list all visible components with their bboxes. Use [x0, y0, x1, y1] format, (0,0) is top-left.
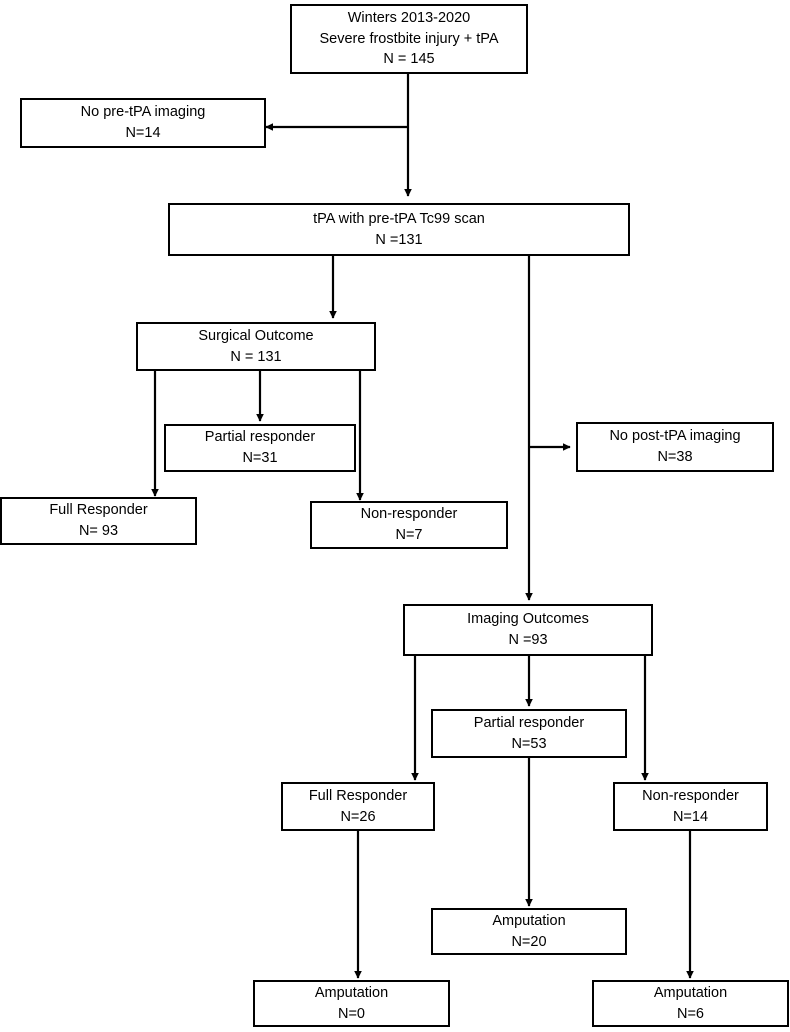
node-imaging-full-responder-line1: Full Responder [308, 787, 408, 804]
node-tpa-with-scan: tPA with pre-tPA Tc99 scan N =131 [168, 203, 630, 256]
node-surgical-outcome-line2: N = 131 [230, 348, 282, 365]
node-amputation-partial-line1: Amputation [492, 912, 566, 929]
node-amputation-full: Amputation N=0 [253, 980, 450, 1027]
node-no-post-tpa-imaging-line2: N=38 [657, 449, 693, 465]
node-imaging-partial-responder-line1: Partial responder [473, 714, 585, 731]
node-no-post-tpa-imaging-line1: No post-tPA imaging [609, 428, 741, 445]
node-amputation-partial-line2: N=20 [511, 933, 547, 950]
node-imaging-full-responder-line2: N=26 [340, 808, 376, 825]
node-amputation-partial: Amputation N=20 [431, 908, 627, 955]
node-surgical-outcome: Surgical Outcome N = 131 [136, 322, 376, 371]
node-surgical-non-responder: Non-responder N=7 [310, 501, 508, 549]
node-tpa-with-scan-line2: N =131 [375, 231, 423, 248]
node-amputation-full-line1: Amputation [314, 984, 389, 1001]
node-imaging-partial-responder-line2: N=53 [511, 735, 547, 752]
node-amputation-non-line1: Amputation [653, 984, 728, 1001]
node-cohort-line2: Severe frostbite injury + tPA [319, 30, 499, 47]
node-imaging-non-responder: Non-responder N=14 [613, 782, 768, 831]
node-no-pre-tpa-imaging-line2: N=14 [125, 125, 161, 141]
node-imaging-partial-responder: Partial responder N=53 [431, 709, 627, 758]
node-tpa-with-scan-line1: tPA with pre-tPA Tc99 scan [313, 210, 485, 227]
node-imaging-non-responder-line2: N=14 [672, 808, 709, 825]
node-imaging-outcomes-line2: N =93 [508, 632, 548, 648]
node-imaging-non-responder-line1: Non-responder [642, 787, 739, 804]
node-surgical-full-responder-line1: Full Responder [49, 502, 148, 519]
node-amputation-non-line2: N=6 [676, 1005, 704, 1022]
node-amputation-non: Amputation N=6 [592, 980, 789, 1027]
node-surgical-non-responder-line2: N=7 [395, 527, 423, 543]
node-cohort: Winters 2013-2020 Severe frostbite injur… [290, 4, 528, 74]
node-surgical-partial-responder-line2: N=31 [242, 450, 278, 466]
node-surgical-partial-responder: Partial responder N=31 [164, 424, 356, 472]
node-surgical-partial-responder-line1: Partial responder [204, 429, 316, 446]
node-amputation-full-line2: N=0 [337, 1005, 365, 1022]
node-surgical-full-responder-line2: N= 93 [78, 523, 119, 539]
node-surgical-outcome-line1: Surgical Outcome [198, 327, 314, 344]
node-no-pre-tpa-imaging: No pre-tPA imaging N=14 [20, 98, 266, 148]
node-imaging-outcomes: Imaging Outcomes N =93 [403, 604, 653, 656]
node-imaging-outcomes-line1: Imaging Outcomes [467, 611, 589, 628]
node-no-post-tpa-imaging: No post-tPA imaging N=38 [576, 422, 774, 472]
node-surgical-full-responder: Full Responder N= 93 [0, 497, 197, 545]
node-cohort-line3: N = 145 [383, 51, 435, 68]
node-imaging-full-responder: Full Responder N=26 [281, 782, 435, 831]
node-cohort-line1: Winters 2013-2020 [347, 10, 471, 27]
node-surgical-non-responder-line1: Non-responder [360, 506, 458, 523]
node-no-pre-tpa-imaging-line1: No pre-tPA imaging [80, 104, 206, 121]
